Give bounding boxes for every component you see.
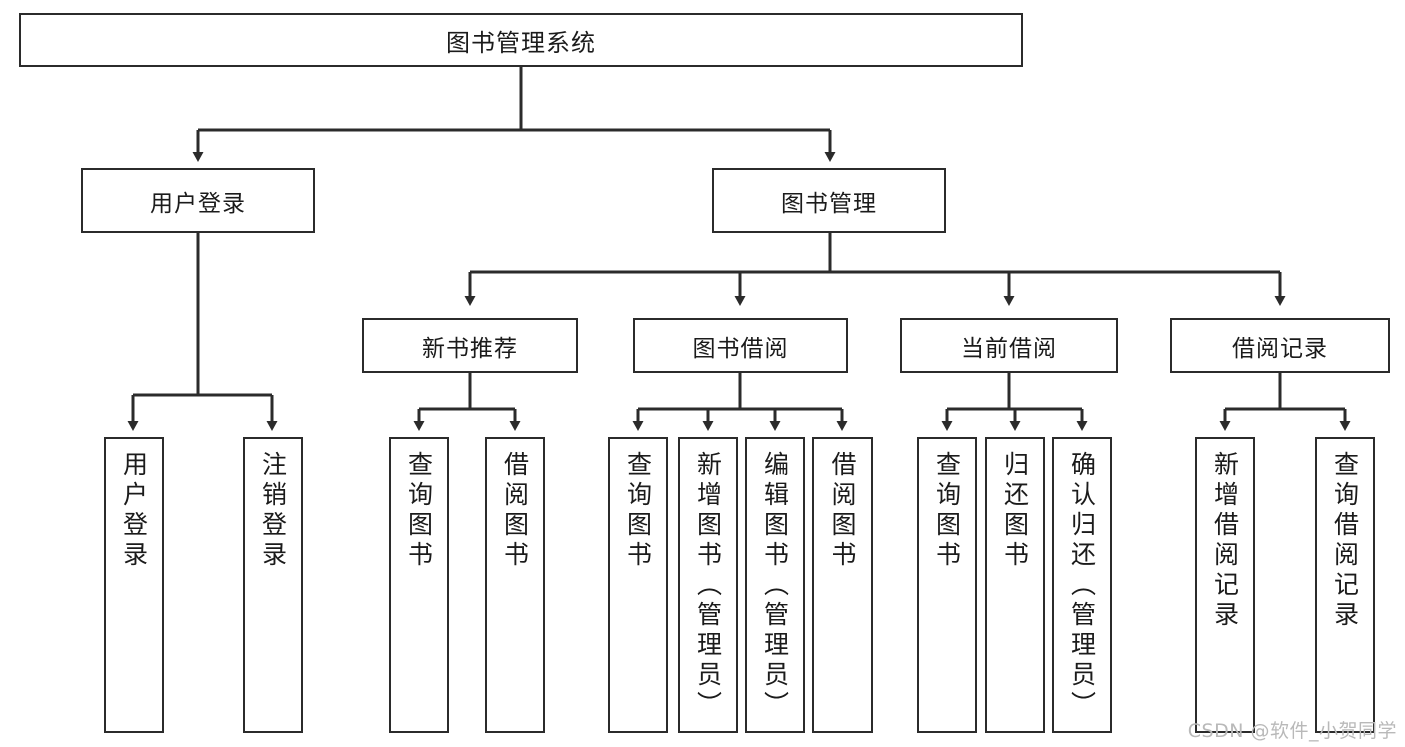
csdn-watermark: CSDN @软件_小贺同学 (1187, 720, 1397, 742)
node-leaf-add-record[interactable]: 新增借阅记录 (1195, 437, 1255, 733)
node-user-login[interactable]: 用户登录 (81, 168, 315, 233)
node-leaf-add-book[interactable]: 新增图书（管理员） (678, 437, 738, 733)
node-book-borrow[interactable]: 图书借阅 (633, 318, 848, 373)
node-root-system[interactable]: 图书管理系统 (19, 13, 1023, 67)
node-user-login-label: 用户登录 (150, 190, 246, 217)
node-leaf-query-book-2[interactable]: 查询图书 (608, 437, 668, 733)
node-leaf-user-login[interactable]: 用户登录 (104, 437, 164, 733)
node-leaf-borrow-book-1[interactable]: 借阅图书 (485, 437, 545, 733)
node-current-borrow-label: 当前借阅 (961, 335, 1057, 362)
node-leaf-user-login-label: 用户登录 (119, 451, 149, 571)
node-leaf-return-book-label: 归还图书 (1000, 451, 1030, 571)
node-leaf-query-book-3-label: 查询图书 (932, 451, 962, 571)
node-leaf-borrow-book-2[interactable]: 借阅图书 (812, 437, 873, 733)
node-leaf-borrow-book-1-label: 借阅图书 (500, 451, 530, 571)
node-leaf-add-record-label: 新增借阅记录 (1210, 451, 1240, 631)
node-leaf-confirm-return-label: 确认归还（管理员） (1067, 451, 1097, 721)
node-current-borrow[interactable]: 当前借阅 (900, 318, 1118, 373)
node-root-label: 图书管理系统 (446, 28, 596, 57)
node-leaf-logout-login-label: 注销登录 (258, 451, 288, 571)
node-leaf-query-record[interactable]: 查询借阅记录 (1315, 437, 1375, 733)
node-leaf-query-book-1[interactable]: 查询图书 (389, 437, 449, 733)
node-leaf-return-book[interactable]: 归还图书 (985, 437, 1045, 733)
node-borrow-record[interactable]: 借阅记录 (1170, 318, 1390, 373)
node-leaf-query-book-3[interactable]: 查询图书 (917, 437, 977, 733)
node-book-borrow-label: 图书借阅 (692, 335, 789, 362)
node-leaf-borrow-book-2-label: 借阅图书 (828, 451, 857, 571)
node-borrow-record-label: 借阅记录 (1232, 335, 1328, 362)
node-leaf-edit-book-label: 编辑图书（管理员） (760, 451, 790, 721)
node-book-manage-label: 图书管理 (781, 190, 877, 217)
node-new-book-recommend[interactable]: 新书推荐 (362, 318, 578, 373)
node-leaf-edit-book[interactable]: 编辑图书（管理员） (745, 437, 805, 733)
node-new-book-recommend-label: 新书推荐 (422, 335, 518, 362)
node-leaf-query-record-label: 查询借阅记录 (1330, 451, 1360, 631)
node-leaf-logout-login[interactable]: 注销登录 (243, 437, 303, 733)
node-book-manage[interactable]: 图书管理 (712, 168, 946, 233)
node-leaf-add-book-label: 新增图书（管理员） (693, 451, 723, 721)
node-leaf-query-book-1-label: 查询图书 (404, 451, 434, 571)
node-leaf-confirm-return[interactable]: 确认归还（管理员） (1052, 437, 1112, 733)
node-leaf-query-book-2-label: 查询图书 (623, 451, 653, 571)
